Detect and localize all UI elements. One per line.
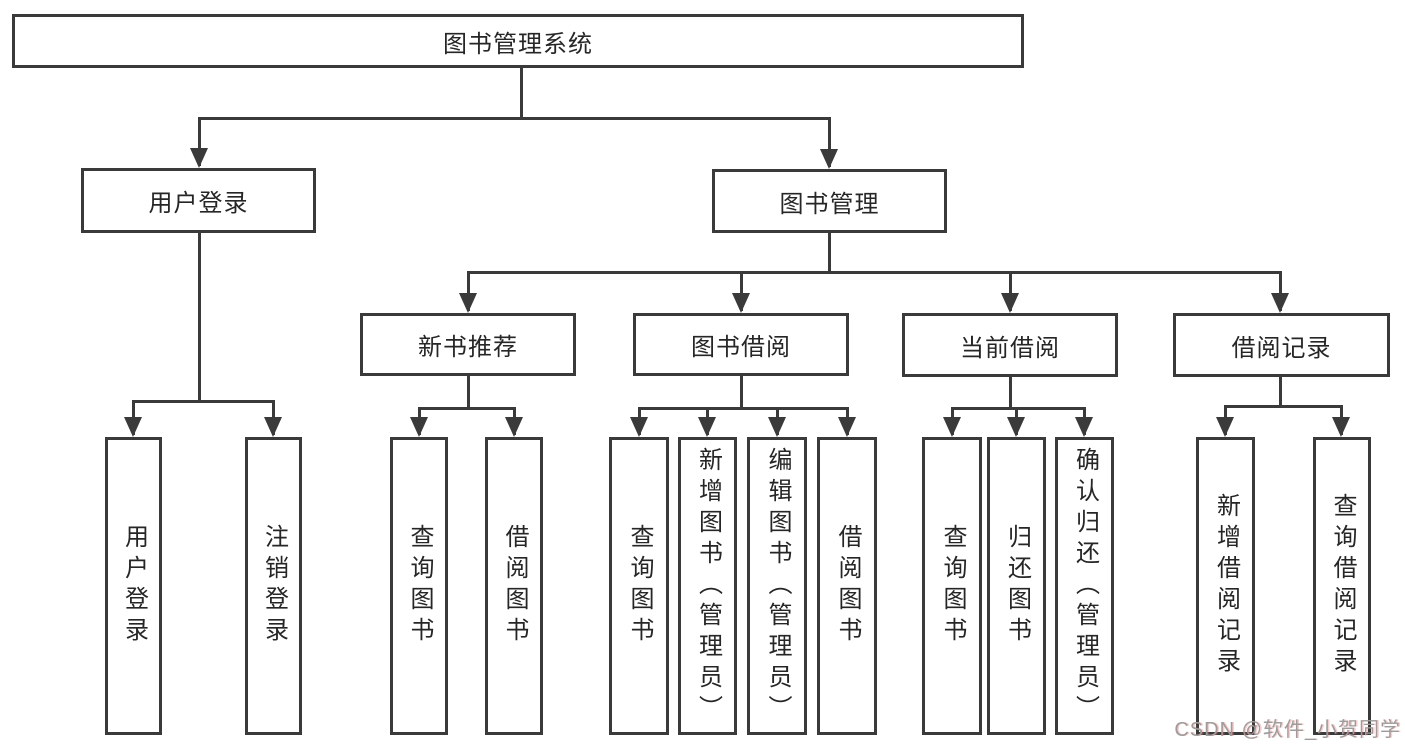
node-label: 新增图书（管理员） xyxy=(694,446,722,726)
arrow-down-icon xyxy=(1007,417,1025,437)
node-label: 借阅图书 xyxy=(834,524,861,648)
node-label: 新增借阅记录 xyxy=(1212,493,1240,679)
node-label: 查询借阅记录 xyxy=(1329,493,1356,679)
node-label: 归还图书 xyxy=(1003,524,1031,648)
node-label: 用户登录 xyxy=(148,190,249,217)
node-label: 当前借阅 xyxy=(960,334,1060,362)
arrow-down-icon xyxy=(264,417,282,437)
connector-line-v xyxy=(1009,377,1012,407)
arrow-down-icon xyxy=(190,148,208,168)
node-label: 借阅记录 xyxy=(1231,334,1332,362)
arrow-down-icon xyxy=(698,417,716,437)
node-label: 图书借阅 xyxy=(691,334,791,361)
node-borrow-books: 借阅图书 xyxy=(485,437,543,735)
node-logout-action: 注销登录 xyxy=(245,437,302,735)
connector-line-v xyxy=(1279,377,1282,405)
node-label: 注销登录 xyxy=(260,524,288,648)
arrow-down-icon xyxy=(1332,417,1350,437)
arrow-down-icon xyxy=(505,417,523,437)
connector-line-v xyxy=(1279,271,1282,311)
node-query-borrow-record: 查询借阅记录 xyxy=(1313,437,1371,735)
node-label: 查询图书 xyxy=(406,524,433,648)
connector-line-v xyxy=(1009,271,1012,311)
connector-line-v xyxy=(740,376,743,407)
node-edit-books-admin: 编辑图书（管理员） xyxy=(747,437,807,735)
arrow-down-icon xyxy=(838,417,856,437)
node-label: 查询图书 xyxy=(939,524,966,648)
connector-line-h xyxy=(419,407,516,410)
node-borrow-record: 借阅记录 xyxy=(1173,313,1390,377)
node-add-borrow-record: 新增借阅记录 xyxy=(1196,437,1255,735)
arrow-down-icon xyxy=(732,293,750,313)
connector-line-h xyxy=(133,400,274,403)
node-label: 确认归还（管理员） xyxy=(1071,446,1099,726)
arrow-down-icon xyxy=(820,149,838,169)
arrow-down-icon xyxy=(768,417,786,437)
connector-line-v xyxy=(828,117,831,167)
connector-line-h xyxy=(952,407,1085,410)
node-library-management-system: 图书管理系统 xyxy=(12,14,1024,68)
node-user-login-action: 用户登录 xyxy=(105,437,162,735)
connector-line-h xyxy=(639,407,848,410)
arrow-down-icon xyxy=(1001,293,1019,313)
node-borrow-books: 借阅图书 xyxy=(817,437,877,735)
node-user-login: 用户登录 xyxy=(81,168,316,233)
node-query-books: 查询图书 xyxy=(390,437,448,735)
node-query-books: 查询图书 xyxy=(922,437,982,735)
connector-line-v xyxy=(467,376,470,407)
node-label: 用户登录 xyxy=(120,524,148,648)
node-query-books: 查询图书 xyxy=(609,437,669,735)
node-book-management: 图书管理 xyxy=(712,169,947,233)
csdn-watermark: CSDN @软件_小贺同学 xyxy=(1174,719,1401,741)
node-label: 编辑图书（管理员） xyxy=(764,446,791,726)
node-new-book-recommend: 新书推荐 xyxy=(360,313,576,376)
node-add-books-admin: 新增图书（管理员） xyxy=(678,437,737,735)
node-label: 图书管理 xyxy=(779,190,880,218)
node-label: 查询图书 xyxy=(626,524,653,648)
node-return-books: 归还图书 xyxy=(987,437,1046,735)
node-confirm-return-admin: 确认归还（管理员） xyxy=(1055,437,1114,735)
arrow-down-icon xyxy=(124,417,142,437)
connector-line-h xyxy=(468,271,1281,274)
connector-line-v xyxy=(198,117,201,166)
node-label: 图书管理系统 xyxy=(443,30,593,58)
connector-line-h xyxy=(199,117,831,120)
arrow-down-icon xyxy=(1216,417,1234,437)
connector-line-v xyxy=(828,233,831,271)
arrow-down-icon xyxy=(410,417,428,437)
arrow-down-icon xyxy=(459,293,477,313)
arrow-down-icon xyxy=(630,417,648,437)
node-book-borrow: 图书借阅 xyxy=(633,313,849,376)
arrow-down-icon xyxy=(1075,417,1093,437)
arrow-down-icon xyxy=(943,417,961,437)
node-current-borrow: 当前借阅 xyxy=(902,313,1118,377)
connector-line-v xyxy=(520,68,523,117)
node-label: 借阅图书 xyxy=(501,524,528,648)
arrow-down-icon xyxy=(1271,293,1289,313)
connector-line-v xyxy=(198,233,201,400)
connector-line-v xyxy=(740,271,743,311)
connector-line-h xyxy=(1225,405,1342,408)
connector-line-v xyxy=(467,271,470,311)
node-label: 新书推荐 xyxy=(418,334,518,361)
